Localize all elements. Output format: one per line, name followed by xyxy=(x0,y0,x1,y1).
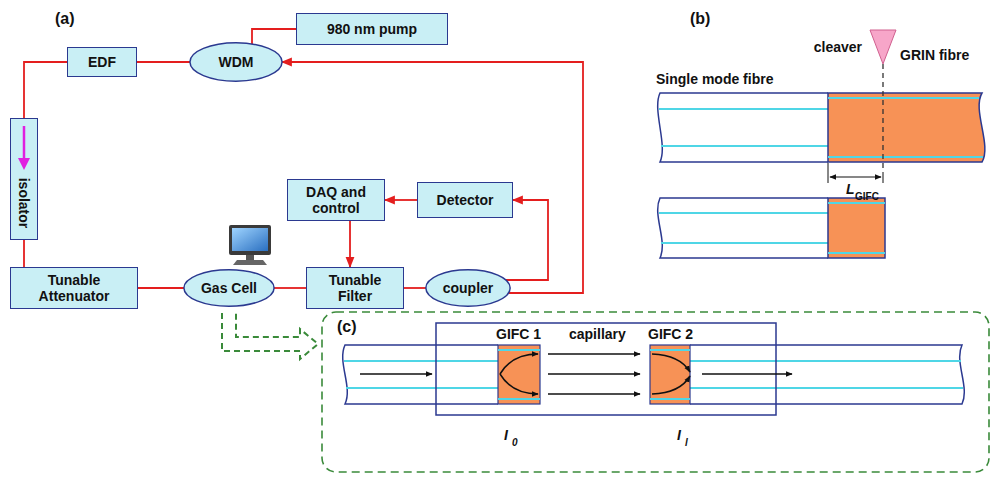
component-box: 980 nm pump xyxy=(296,13,448,45)
callout-arrow xyxy=(222,313,318,359)
figure-label: l xyxy=(685,437,688,448)
fibre-link xyxy=(282,62,583,293)
figure-label: (b) xyxy=(690,10,710,28)
figure-label: cleaver xyxy=(814,40,862,55)
component-ellipse: coupler xyxy=(425,269,511,307)
figure-label: GRIN fibre xyxy=(900,48,969,63)
component-ellipse: Gas Cell xyxy=(183,269,275,307)
figure-label: GIFC 1 xyxy=(496,327,541,342)
fibre-link xyxy=(252,29,296,44)
component-ellipse: WDM xyxy=(189,42,283,82)
fibre-link xyxy=(23,240,25,267)
component-label: coupler xyxy=(443,280,494,296)
fibre-link xyxy=(137,61,190,63)
figure-label: (a) xyxy=(55,10,75,28)
component-box: isolator xyxy=(10,118,38,240)
figure-label: 0 xyxy=(512,437,518,448)
fibre-link xyxy=(138,287,184,289)
figure-label: I xyxy=(677,428,681,443)
component-label: Tunable Filter xyxy=(312,272,398,304)
computer-icon xyxy=(229,225,271,265)
component-label: WDM xyxy=(219,54,254,70)
component-box: Tunable Filter xyxy=(306,267,404,309)
fibre-cleave-figure xyxy=(658,30,985,258)
figure-label: capillary xyxy=(569,327,626,342)
fibre-link xyxy=(404,287,426,289)
gas-cell-figure xyxy=(322,312,989,472)
component-label: 980 nm pump xyxy=(327,21,417,37)
figure-label: GIFC xyxy=(855,191,879,202)
component-label: Detector xyxy=(437,192,494,208)
component-label: DAQ and control xyxy=(293,184,379,216)
component-box: Tunable Attenuator xyxy=(10,267,138,309)
fibre-link xyxy=(24,62,67,118)
figure-label: L xyxy=(846,182,855,197)
component-label: Tunable Attenuator xyxy=(19,272,129,304)
figure-label: GIFC 2 xyxy=(648,327,693,342)
fibre-link xyxy=(274,287,306,289)
component-label: Gas Cell xyxy=(201,280,257,296)
figure-label: Single mode fibre xyxy=(656,72,773,87)
fibre-link xyxy=(385,199,417,201)
component-label: isolator xyxy=(16,178,32,229)
component-box: EDF xyxy=(67,47,137,77)
figure-label: I xyxy=(504,428,508,443)
component-box: Detector xyxy=(417,182,513,218)
component-label: EDF xyxy=(88,54,116,70)
fibre-link xyxy=(349,221,351,267)
component-box: DAQ and control xyxy=(287,179,385,221)
figure-label: (c) xyxy=(337,318,357,336)
